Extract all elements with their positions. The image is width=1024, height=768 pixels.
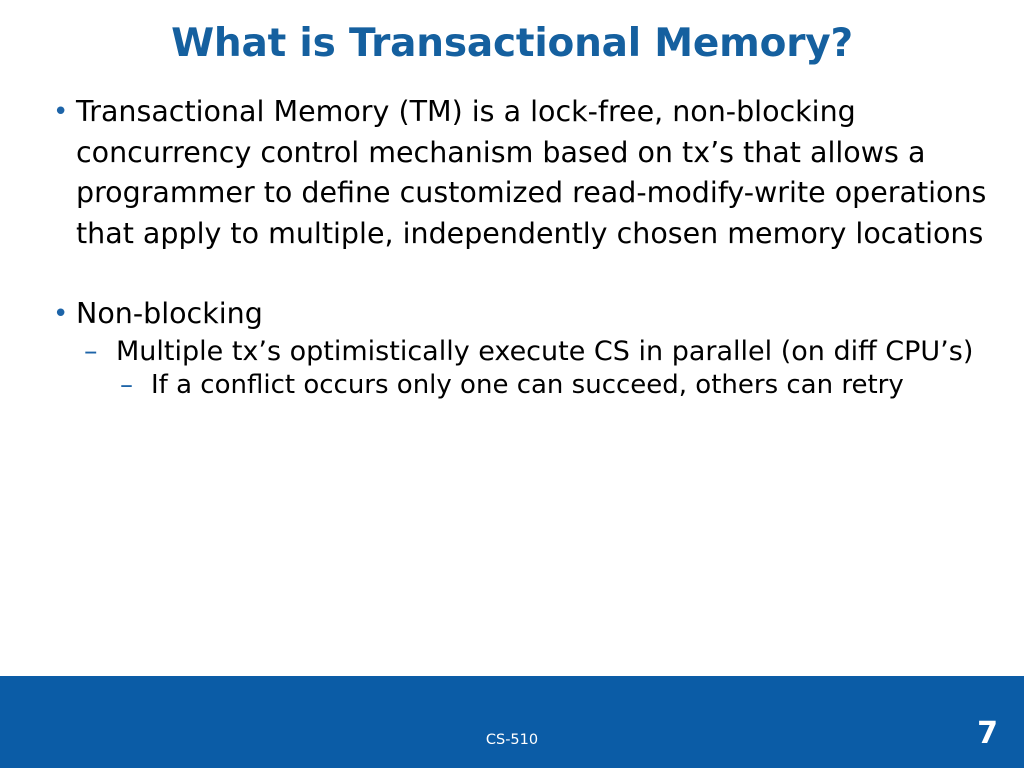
list-item-text: Multiple tx’s optimistically execute CS …: [116, 335, 974, 367]
list-item-text: If a conflict occurs only one can succee…: [151, 369, 904, 400]
list-item: – If a conflict occurs only one can succ…: [120, 369, 971, 402]
list-item-text: Transactional Memory (TM) is a lock-free…: [76, 95, 987, 250]
list-item: • Non-blocking: [44, 294, 984, 335]
list-item: • Transactional Memory (TM) is a lock-fr…: [44, 92, 1001, 254]
footer-bar: [0, 676, 1024, 768]
bullet-dash-icon: –: [120, 369, 133, 400]
slide-body: • Transactional Memory (TM) is a lock-fr…: [44, 92, 986, 402]
list-item: – Multiple tx’s optimistically execute C…: [82, 335, 996, 369]
bullet-dash-icon: –: [84, 335, 98, 367]
page-number: 7: [977, 716, 998, 751]
bullet-dot-icon: •: [53, 299, 69, 329]
footer-course-label: CS-510: [485, 732, 539, 748]
page-title: What is Transactional Memory?: [171, 21, 853, 66]
list-item-text: Non-blocking: [76, 297, 263, 330]
spacer: [44, 254, 984, 294]
bullet-dot-icon: •: [53, 97, 69, 127]
